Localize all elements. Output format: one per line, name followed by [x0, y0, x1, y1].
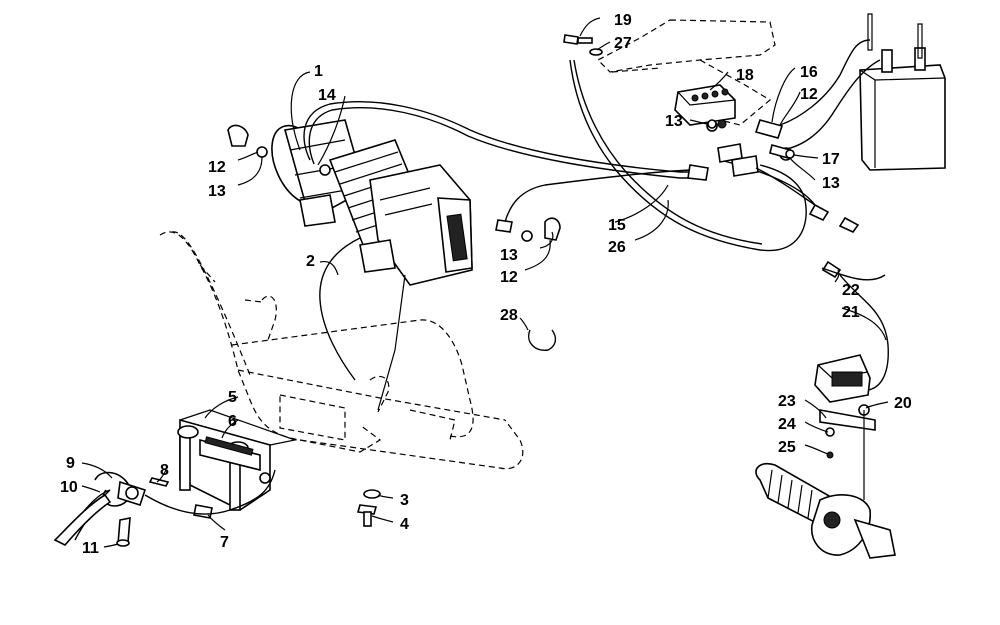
callout-21: 21 — [842, 304, 860, 321]
wiring-plug — [717, 143, 816, 206]
callout-24: 24 — [778, 416, 796, 433]
callout-13: 13 — [500, 247, 518, 264]
callout-13: 13 — [822, 175, 840, 192]
callout-14: 14 — [318, 87, 336, 104]
callout-labels: 1 14 2 12 13 13 12 19 27 18 13 16 12 17 … — [60, 12, 912, 557]
battery-cable-terminals — [754, 119, 793, 161]
switch-bracket — [819, 404, 876, 500]
front-bumper-frame — [159, 231, 524, 470]
callout-3: 3 — [400, 492, 409, 509]
callout-13: 13 — [208, 183, 226, 200]
callout-6: 6 — [228, 413, 237, 430]
winch-switch — [814, 267, 889, 403]
callout-20: 20 — [894, 395, 912, 412]
mounting-bracket — [596, 19, 776, 126]
leader-lines — [81, 17, 889, 548]
callout-18: 18 — [736, 67, 754, 84]
callout-4: 4 — [400, 516, 409, 533]
handlebar-grip — [755, 462, 896, 559]
callout-22: 22 — [842, 282, 860, 299]
callout-25: 25 — [778, 439, 796, 456]
callout-12: 12 — [500, 269, 518, 286]
callout-11: 11 — [82, 540, 99, 557]
callout-15: 15 — [608, 217, 626, 234]
bolt-washer — [356, 489, 381, 527]
winch-hook — [53, 469, 276, 547]
callout-28: 28 — [500, 307, 518, 324]
cable-clip — [528, 329, 557, 351]
battery — [779, 13, 946, 171]
callout-8: 8 — [160, 462, 169, 479]
callout-12: 12 — [208, 159, 226, 176]
bracket-bolt — [563, 34, 603, 56]
callout-7: 7 — [220, 534, 229, 551]
roller-fairlead — [177, 409, 298, 511]
callout-12: 12 — [800, 86, 818, 103]
callout-10: 10 — [60, 479, 78, 496]
callout-9: 9 — [66, 455, 75, 472]
callout-23: 23 — [778, 393, 796, 410]
power-cables — [303, 59, 816, 252]
callout-1: 1 — [314, 63, 323, 80]
callout-13: 13 — [665, 113, 683, 130]
callout-19: 19 — [614, 12, 632, 29]
callout-17: 17 — [822, 151, 840, 168]
callout-2: 2 — [306, 253, 315, 270]
callout-16: 16 — [800, 64, 818, 81]
callout-5: 5 — [228, 389, 237, 406]
winch-assembly — [271, 119, 473, 286]
callout-27: 27 — [614, 35, 632, 52]
callout-26: 26 — [608, 239, 626, 256]
